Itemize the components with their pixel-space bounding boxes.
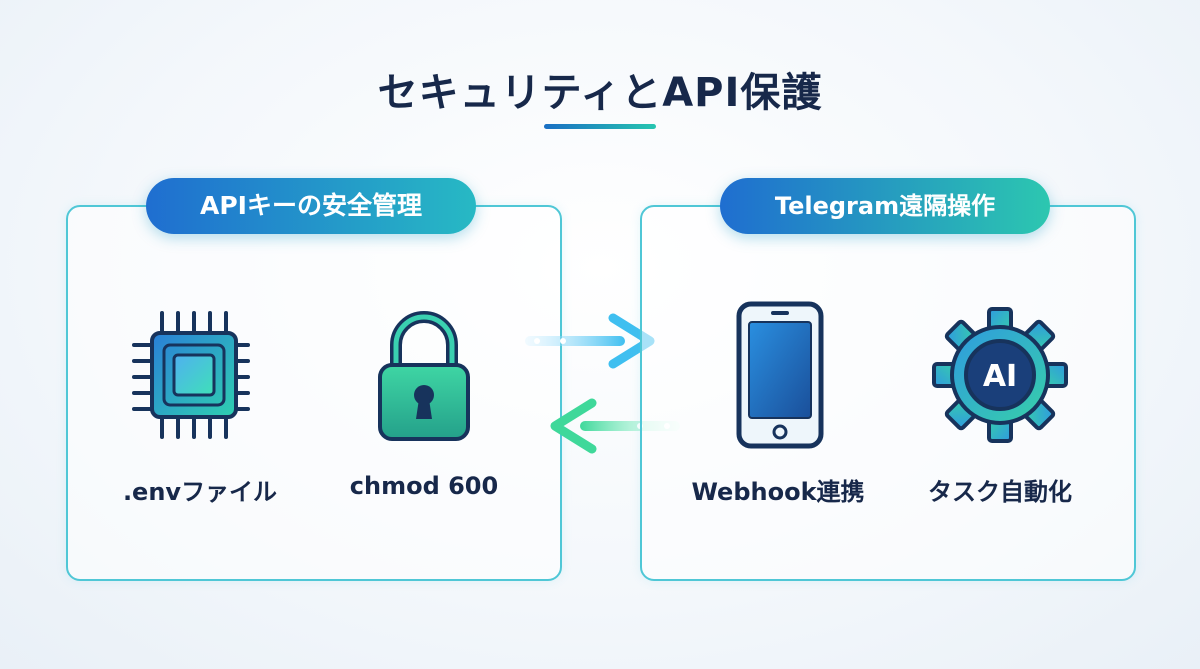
page-title: セキュリティとAPI保護 (377, 70, 823, 116)
arrow-right-icon (525, 313, 655, 369)
env-file-label: .envファイル (122, 478, 278, 506)
telegram-panel-heading: Telegram遠隔操作 (720, 178, 1050, 234)
api-key-panel-heading: APIキーの安全管理 (146, 178, 476, 234)
smartphone-icon (736, 301, 824, 449)
telegram-panel (640, 205, 1136, 581)
title-underline (544, 124, 656, 129)
ai-gear-icon: AI (932, 307, 1068, 443)
padlock-icon (378, 311, 470, 441)
ai-gear-text: AI (983, 359, 1017, 394)
task-automation-label: タスク自動化 (928, 478, 1072, 506)
chmod-label: chmod 600 (349, 472, 499, 500)
chip-icon (132, 311, 250, 439)
webhook-label: Webhook連携 (691, 478, 865, 506)
